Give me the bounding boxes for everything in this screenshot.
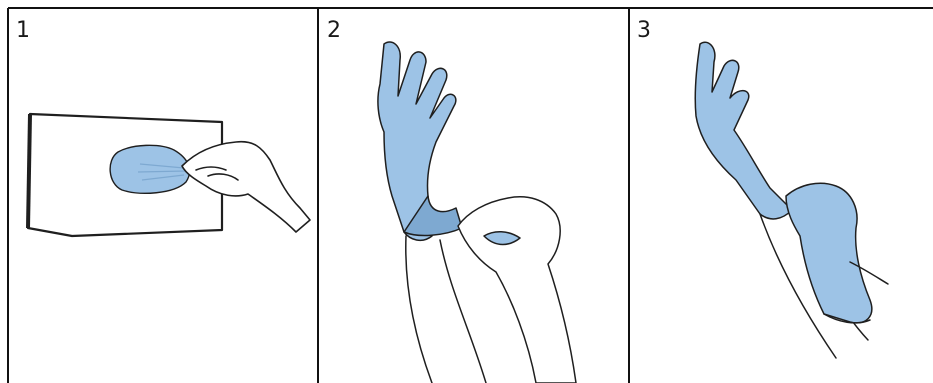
panel-1-illustration bbox=[28, 114, 310, 236]
gloved-hand-3 bbox=[695, 42, 792, 219]
glove-bundle-shape bbox=[110, 145, 189, 193]
helper-glove-3 bbox=[786, 183, 872, 323]
panel-1-number: 1 bbox=[16, 20, 30, 42]
panel-3-number: 3 bbox=[637, 20, 651, 42]
gloved-hand-2 bbox=[378, 42, 462, 240]
panel-3-illustration bbox=[695, 42, 888, 358]
hand-pulling-glove bbox=[182, 142, 310, 232]
hand-1-shape bbox=[182, 142, 310, 232]
helper-hand-2-shape bbox=[458, 197, 576, 383]
glove-on-hand-2 bbox=[378, 42, 456, 240]
helper-hand-2 bbox=[458, 197, 576, 383]
glove-box-edge bbox=[28, 114, 30, 228]
glove-on-hand-3 bbox=[695, 42, 792, 219]
glove-bundle bbox=[110, 145, 189, 193]
forearm-2-right bbox=[440, 240, 486, 383]
panel-2-illustration bbox=[378, 42, 576, 383]
forearm-2-left bbox=[406, 236, 432, 383]
forearm-2 bbox=[406, 236, 486, 383]
panel-2-number: 2 bbox=[327, 20, 341, 42]
